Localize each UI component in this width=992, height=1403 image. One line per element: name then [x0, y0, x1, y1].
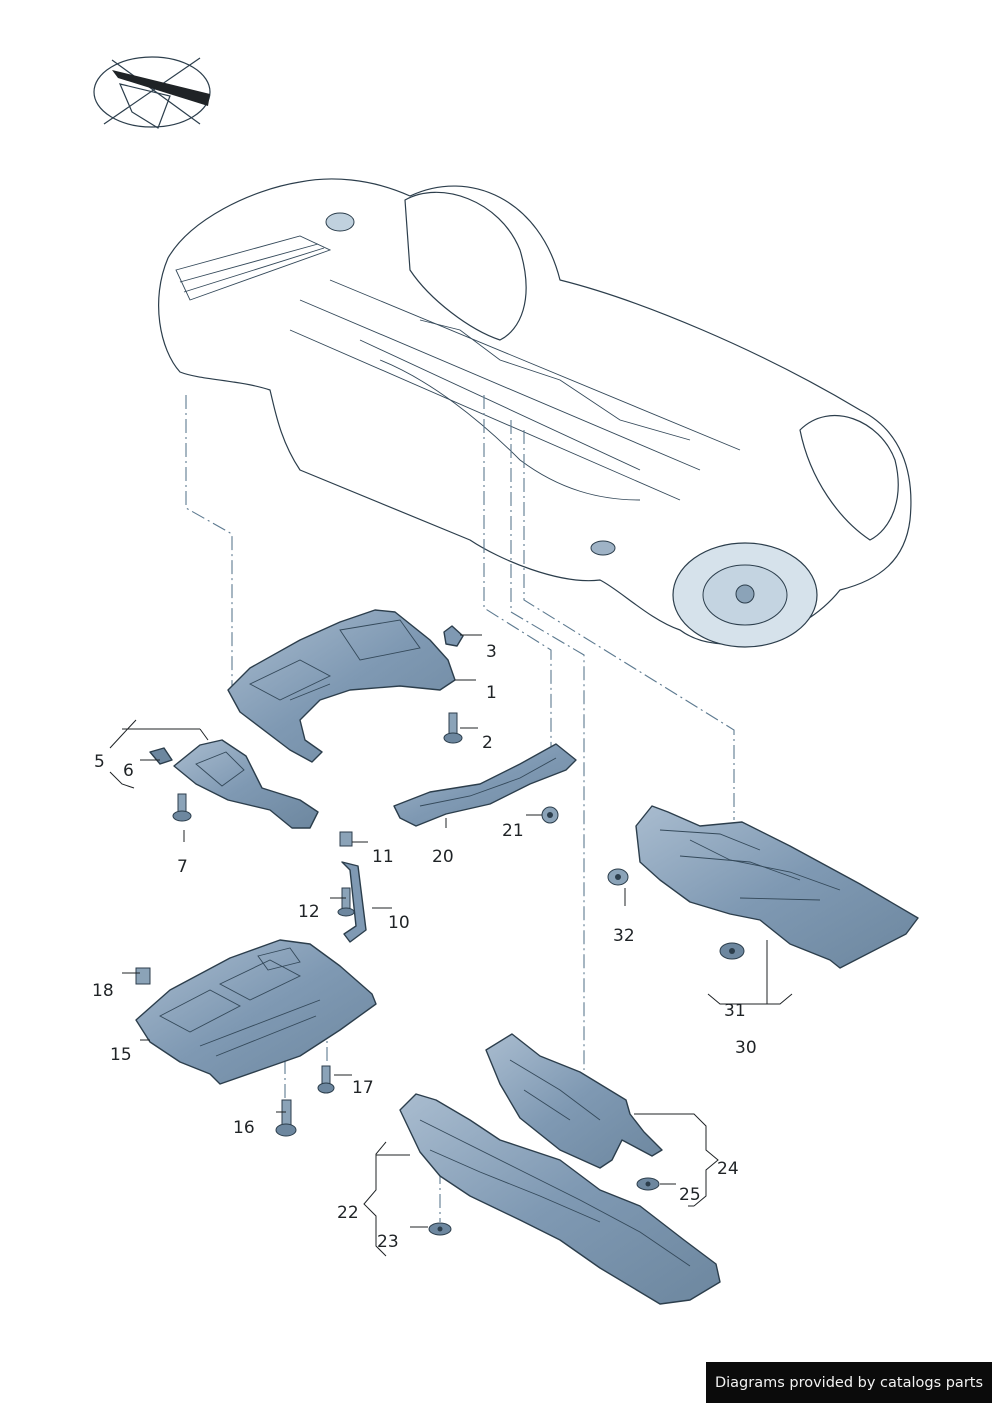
part-32-nut [607, 868, 629, 886]
callout-15: 15 [110, 1045, 132, 1065]
part-22-heat-shield [399, 1093, 721, 1305]
part-1-front-guard [227, 609, 456, 763]
part-7-screw [172, 793, 192, 822]
credit-text: Diagrams provided by catalogs parts [714, 1374, 984, 1391]
part-2-screw [443, 712, 463, 744]
part-15-engine-guard [135, 939, 377, 1085]
callout-3: 3 [486, 642, 497, 662]
part-10-bracket [341, 861, 367, 943]
callout-24: 24 [717, 1159, 739, 1179]
callout-32: 32 [613, 926, 635, 946]
callout-20: 20 [432, 847, 454, 867]
credit-banner: Diagrams provided by catalogs parts [706, 1362, 992, 1403]
part-5-side-panel [173, 739, 319, 829]
callout-7: 7 [177, 857, 188, 877]
part-23-clip [428, 1222, 452, 1236]
callout-12: 12 [298, 902, 320, 922]
view-direction-icon [93, 56, 211, 129]
callout-17: 17 [352, 1078, 374, 1098]
callout-2: 2 [482, 733, 493, 753]
callout-16: 16 [233, 1118, 255, 1138]
callout-1: 1 [486, 683, 497, 703]
part-3-clip [443, 625, 464, 647]
assembly-lines [185, 395, 735, 1222]
part-11-nut [339, 831, 353, 847]
part-17-screw [317, 1065, 335, 1094]
part-12-bolt [337, 887, 355, 917]
vehicle-underbody [158, 178, 912, 648]
part-16-screw [275, 1099, 297, 1137]
part-20-center-shield [393, 743, 577, 827]
part-31-clip [719, 942, 745, 960]
leader-lines [109, 634, 793, 1257]
callout-31: 31 [724, 1001, 746, 1021]
callout-21: 21 [502, 821, 524, 841]
callout-22: 22 [337, 1203, 359, 1223]
part-24-heat-shield [485, 1033, 663, 1169]
callout-11: 11 [372, 847, 394, 867]
part-18-nut [135, 967, 151, 985]
part-30-rear-shield [635, 805, 919, 969]
callouts: 1 2 3 5 6 7 10 11 12 15 16 17 18 20 21 2… [92, 642, 757, 1252]
callout-10: 10 [388, 913, 410, 933]
callout-18: 18 [92, 981, 114, 1001]
callout-5: 5 [94, 752, 105, 772]
part-25-clip [636, 1177, 660, 1191]
callout-30: 30 [735, 1038, 757, 1058]
part-6-clip [149, 747, 173, 765]
callout-6: 6 [123, 761, 134, 781]
callout-25: 25 [679, 1185, 701, 1205]
callout-23: 23 [377, 1232, 399, 1252]
part-21-nut [541, 806, 559, 824]
